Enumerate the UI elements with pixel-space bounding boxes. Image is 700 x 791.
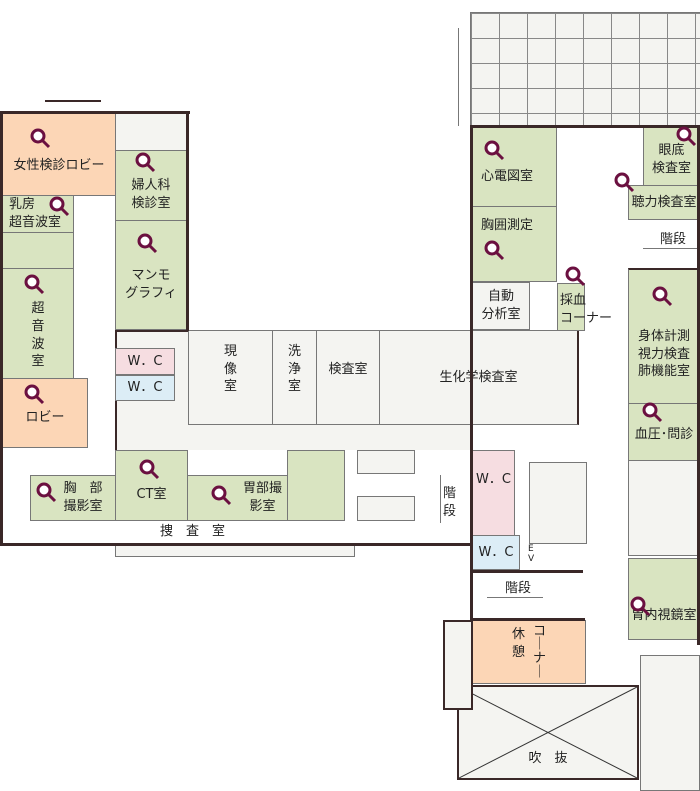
magnifier-icon[interactable]	[652, 286, 674, 308]
magnifier-icon[interactable]	[211, 485, 233, 507]
elevator-shaft	[529, 462, 587, 544]
magnifier-icon[interactable]	[565, 266, 587, 288]
room-exam: 検査室	[316, 330, 380, 425]
room-store-2	[357, 496, 415, 521]
room-bp-interview: 血圧･問診	[628, 403, 700, 461]
roof-grid	[470, 12, 700, 127]
room-auto-analysis: 自動 分析室	[472, 282, 530, 330]
rest-label-a: 休 憩	[511, 627, 525, 660]
atrium-label: 吹 抜	[528, 750, 568, 768]
roof-edge	[458, 28, 459, 126]
magnifier-icon[interactable]	[139, 459, 161, 481]
room-washing: 洗 浄 室	[272, 330, 317, 425]
room-gynecology: 婦人科 検診室	[115, 150, 187, 221]
magnifier-icon[interactable]	[30, 128, 52, 150]
stairs-right-label: 階段	[660, 232, 687, 247]
magnifier-icon[interactable]	[24, 384, 46, 406]
wall	[0, 111, 190, 114]
room-women-lobby: 女性検診ロビー	[2, 113, 116, 196]
magnifier-icon[interactable]	[36, 482, 58, 504]
magnifier-icon[interactable]	[676, 126, 698, 148]
wall	[0, 111, 3, 545]
room-developing: 現 像 室	[188, 330, 273, 425]
magnifier-icon[interactable]	[630, 596, 652, 618]
wall	[470, 125, 700, 128]
rest-label-b: コ ｜ ナ ｜	[533, 623, 547, 680]
stairs-center-label: 階 段	[443, 486, 457, 519]
magnifier-icon[interactable]	[135, 152, 157, 174]
elevator-label: E V	[528, 544, 535, 564]
wc-women-right: W．C	[472, 450, 515, 536]
wall	[470, 330, 473, 620]
room-biochem: 生化学検査室	[379, 330, 579, 425]
room-hearing: 聴力検査室	[628, 185, 700, 220]
stairs-center-line	[440, 475, 441, 523]
stairs-lower-line	[487, 597, 543, 598]
wall	[470, 618, 585, 621]
stairs-lower-label: 階段	[505, 581, 532, 596]
wc-men-right: W．C	[472, 535, 520, 570]
magnifier-icon[interactable]	[484, 140, 506, 162]
wc-women-left: W．C	[115, 348, 175, 375]
stairs-right-line	[643, 248, 700, 249]
room-right-store	[628, 460, 700, 556]
room-stomach-xray: 胃部撮影室	[187, 475, 288, 521]
atrium: 吹 抜	[457, 685, 639, 780]
room-bottom-right	[640, 655, 700, 791]
room-blood-draw-area	[557, 283, 585, 331]
wc-men-left: W．C	[115, 375, 175, 401]
roof-line	[45, 100, 101, 102]
corridor-label: 捜 査 室	[160, 524, 226, 539]
magnifier-icon[interactable]	[137, 233, 159, 255]
wall	[186, 111, 189, 331]
room-blood-draw: 採血 コーナー	[560, 293, 613, 326]
magnifier-icon[interactable]	[642, 402, 664, 424]
wall	[697, 125, 700, 645]
magnifier-icon[interactable]	[614, 172, 636, 194]
magnifier-icon[interactable]	[49, 196, 71, 218]
ledge	[115, 545, 355, 557]
room-store-1	[357, 450, 415, 474]
room-stomach-xray-annex	[287, 450, 345, 521]
room-storage	[115, 113, 187, 151]
wall	[473, 570, 583, 573]
magnifier-icon[interactable]	[24, 274, 46, 296]
magnifier-icon[interactable]	[484, 240, 506, 262]
room-blank	[2, 232, 74, 269]
wall	[470, 125, 473, 330]
pillar	[443, 620, 473, 710]
atrium-cross	[459, 687, 637, 778]
wall	[0, 543, 472, 546]
room-rest-corner: 休 憩 コ ｜ ナ ｜	[472, 620, 586, 684]
room-ecg: 心電図室	[472, 127, 557, 207]
room-lobby: ロビー	[2, 378, 88, 448]
